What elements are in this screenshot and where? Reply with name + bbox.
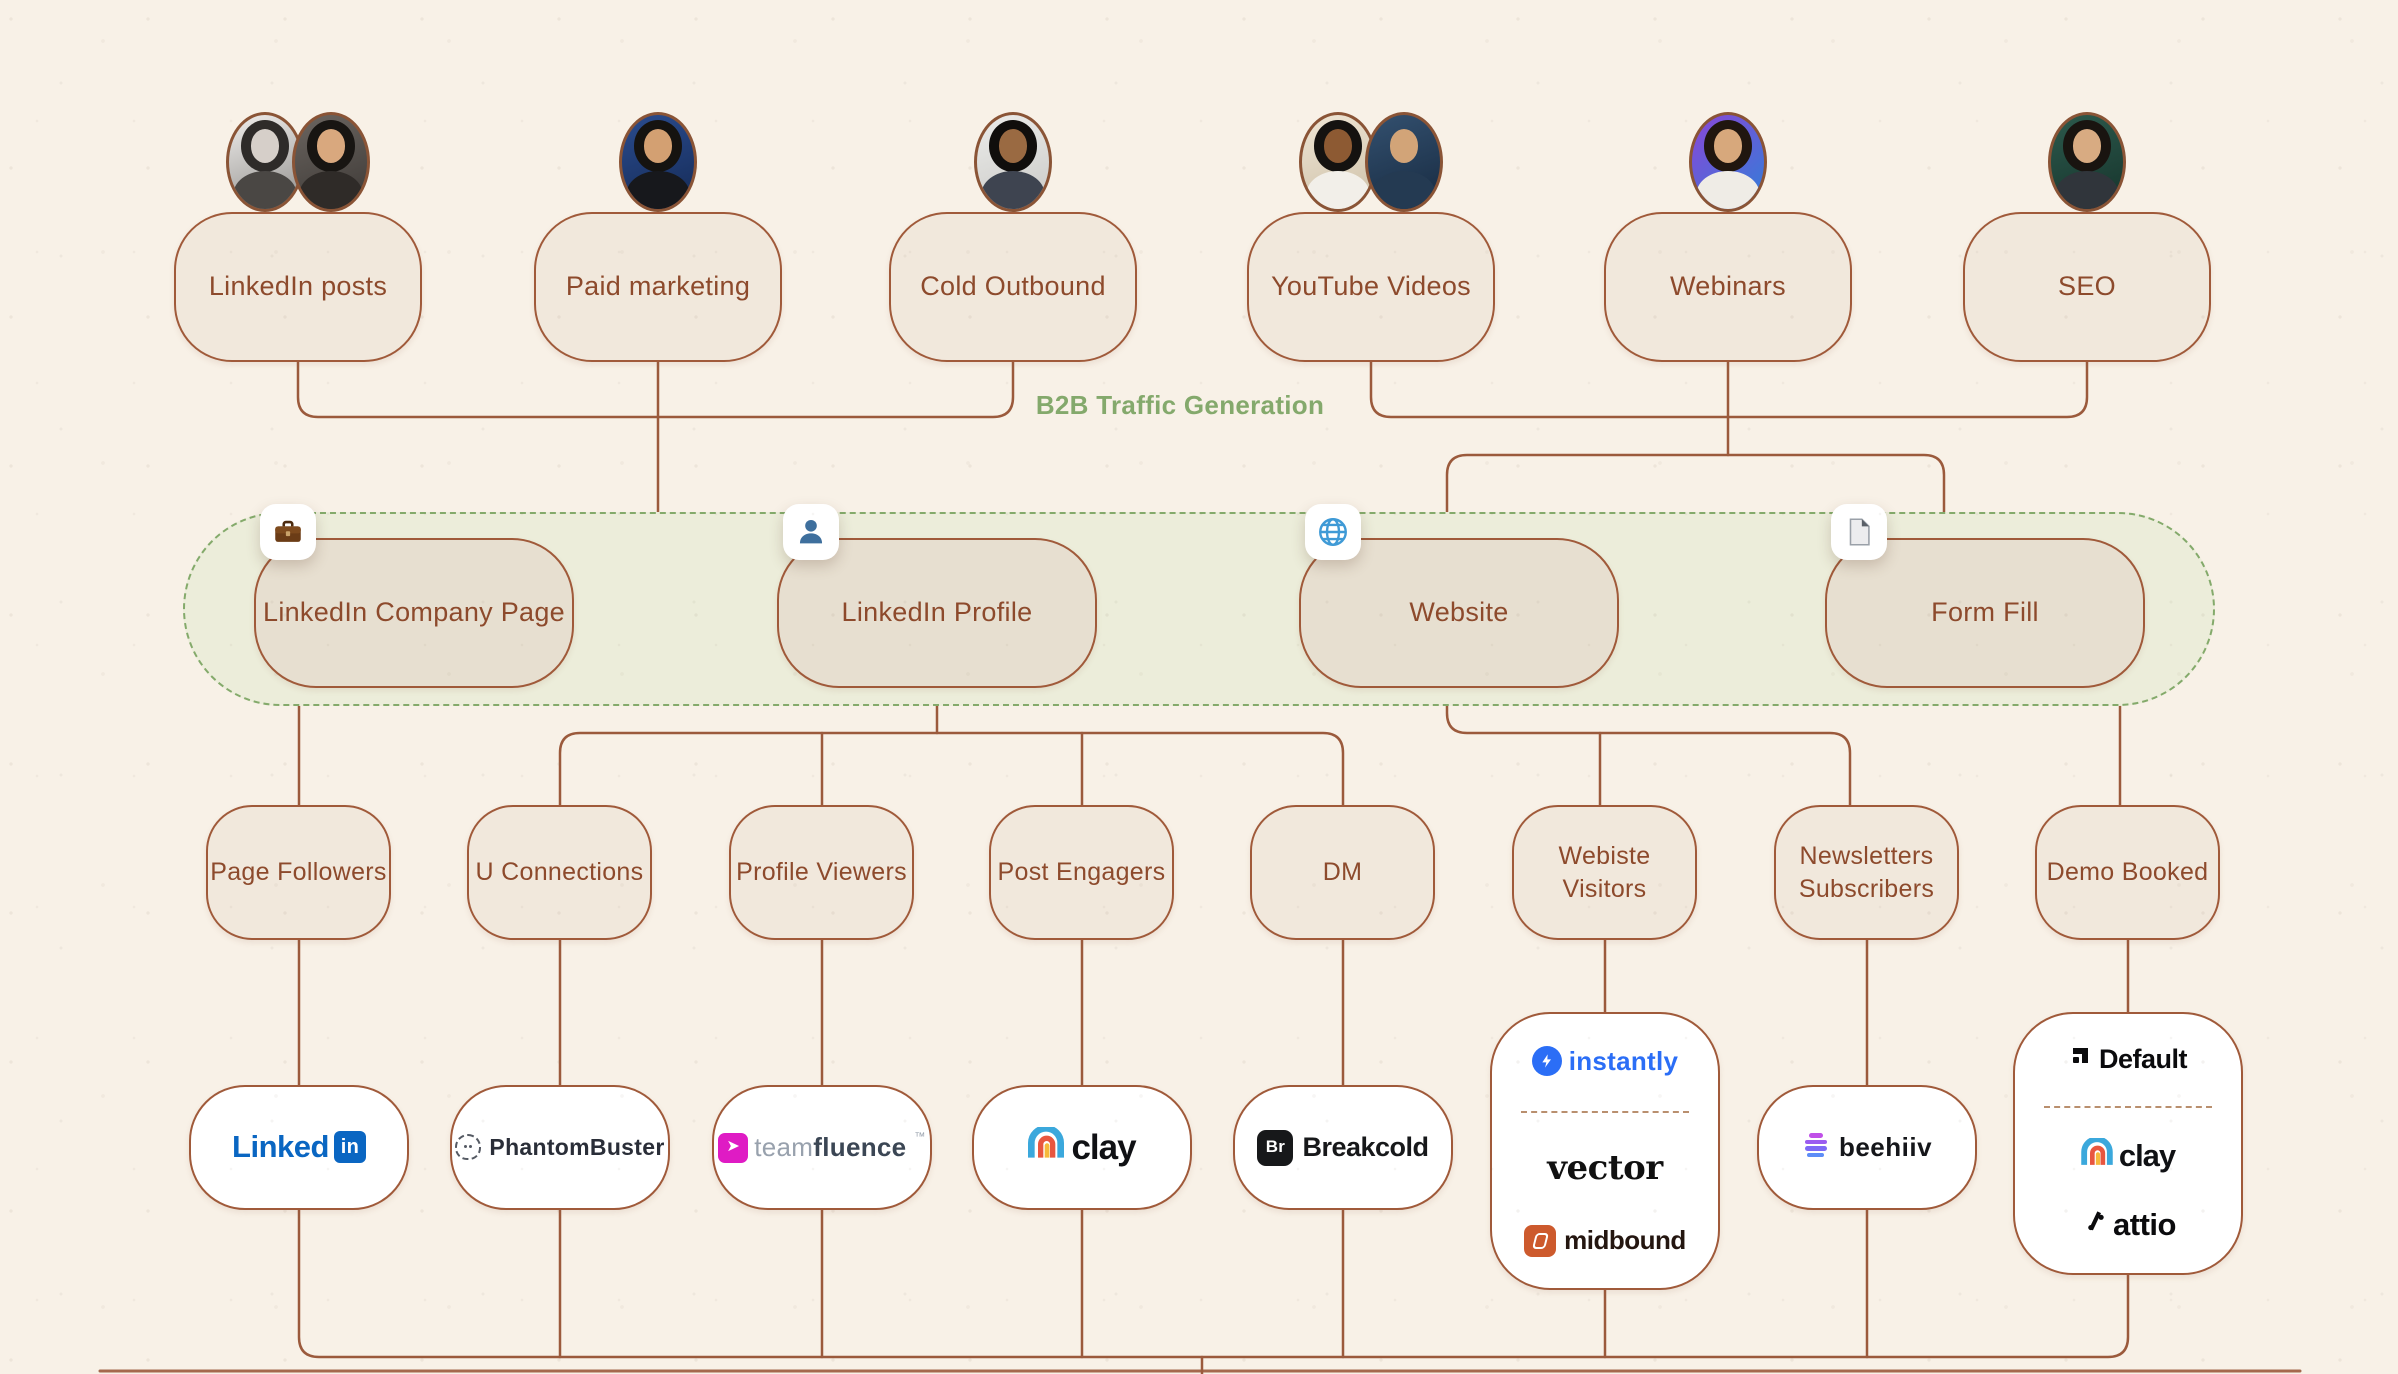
channel-node-form-fill: Form Fill: [1825, 504, 2145, 688]
channel-node-linkedin-company-page: LinkedIn Company Page: [254, 504, 574, 688]
default-icon: [2069, 1042, 2093, 1077]
avatar: [2048, 112, 2126, 212]
midbound-icon: [1524, 1224, 1557, 1257]
tool-label: fluence: [813, 1131, 907, 1162]
globe-icon: [1305, 504, 1361, 560]
source-node-webinars: Webinars: [1604, 212, 1852, 362]
avatar: [292, 112, 370, 212]
tool-label: clay: [2118, 1137, 2176, 1173]
node-label: Page Followers: [210, 858, 387, 887]
tool-stack-website-visitors: instantly vector midbound: [1490, 1012, 1720, 1290]
tool-label: vector: [1547, 1148, 1663, 1189]
avatar: [974, 112, 1052, 212]
tool-node-beehiiv: beehiiv: [1757, 1085, 1977, 1210]
metric-node-u-connections: U Connections: [467, 805, 652, 940]
stack-divider: [2043, 1105, 2213, 1108]
metric-node-website-visitors: Webiste Visitors: [1512, 805, 1697, 940]
tool-label: instantly: [1568, 1045, 1679, 1076]
linkedin-in-icon: in: [333, 1131, 366, 1164]
tool-stack-demo-booked: Default clay attio: [2013, 1012, 2243, 1275]
node-label: Form Fill: [1931, 597, 2039, 628]
stack-divider: [1520, 1111, 1690, 1114]
tool-node-breakcold: Br Breakcold: [1233, 1085, 1453, 1210]
channel-node-linkedin-profile: LinkedIn Profile: [777, 504, 1097, 688]
beehiiv-hive-icon: [1802, 1133, 1830, 1161]
tool-label: PhantomBuster: [489, 1133, 665, 1160]
metric-node-page-followers: Page Followers: [206, 805, 391, 940]
metric-node-newsletters-subscribers: Newsletters Subscribers: [1774, 805, 1959, 940]
tool-node-linkedin: Linked in: [189, 1085, 409, 1210]
node-label: DM: [1322, 858, 1363, 887]
node-label: U Connections: [475, 858, 644, 887]
node-label: Webiste Visitors: [1558, 842, 1651, 903]
document-icon: [1831, 504, 1887, 560]
metric-node-profile-viewers: Profile Viewers: [729, 805, 914, 940]
tool-node-clay: clay: [972, 1085, 1192, 1210]
node-label: LinkedIn Profile: [841, 597, 1033, 628]
tool-node-teamfluence: ➤ teamfluence ™: [712, 1085, 932, 1210]
tool-label: team: [754, 1131, 814, 1162]
tool-label: Breakcold: [1302, 1131, 1429, 1162]
tool-node-phantombuster: PhantomBuster: [450, 1085, 670, 1210]
node-label: Profile Viewers: [736, 858, 907, 887]
node-label: Website: [1409, 597, 1509, 628]
attio-icon: [2080, 1207, 2106, 1242]
node-label: Webinars: [1670, 271, 1786, 302]
avatar: [619, 112, 697, 212]
tool-label: Default: [2098, 1044, 2188, 1075]
tool-label: beehiiv: [1838, 1131, 1933, 1162]
source-node-paid-marketing: Paid marketing: [534, 212, 782, 362]
instantly-bolt-icon: [1531, 1046, 1562, 1077]
node-label: Cold Outbound: [920, 271, 1106, 302]
breakcold-icon: Br: [1257, 1129, 1294, 1166]
node-label: YouTube Videos: [1271, 271, 1471, 302]
channel-node-website: Website: [1299, 504, 1619, 688]
source-node-youtube-videos: YouTube Videos: [1247, 212, 1495, 362]
source-node-linkedin-posts: LinkedIn posts: [174, 212, 422, 362]
person-icon: [783, 504, 839, 560]
node-label: SEO: [2058, 271, 2116, 302]
source-node-seo: SEO: [1963, 212, 2211, 362]
briefcase-icon: [260, 504, 316, 560]
metric-node-post-engagers: Post Engagers: [989, 805, 1174, 940]
clay-arch-icon: [1028, 1125, 1065, 1168]
node-label: Post Engagers: [997, 858, 1166, 887]
clay-arch-icon: [2081, 1135, 2113, 1175]
tool-label: midbound: [1564, 1224, 1686, 1255]
node-label: Newsletters Subscribers: [1798, 842, 1935, 903]
metric-node-dm: DM: [1250, 805, 1435, 940]
avatar: [1299, 112, 1377, 212]
node-label: Demo Booked: [2046, 858, 2209, 887]
node-label: LinkedIn posts: [208, 271, 388, 302]
avatar: [1365, 112, 1443, 212]
metric-node-demo-booked: Demo Booked: [2035, 805, 2220, 940]
linkedin-logo: Linked: [232, 1129, 329, 1165]
phantombuster-ghost-icon: [455, 1134, 482, 1161]
trademark-mark: ™: [914, 1130, 926, 1143]
tool-label: clay: [1071, 1127, 1136, 1167]
teamfluence-icon: ➤: [718, 1132, 749, 1163]
node-label: LinkedIn Company Page: [263, 597, 565, 628]
stage-label: B2B Traffic Generation: [1035, 390, 1325, 420]
source-node-cold-outbound: Cold Outbound: [889, 212, 1137, 362]
tool-label: attio: [2113, 1206, 2176, 1242]
avatar: [1689, 112, 1767, 212]
node-label: Paid marketing: [565, 271, 751, 302]
